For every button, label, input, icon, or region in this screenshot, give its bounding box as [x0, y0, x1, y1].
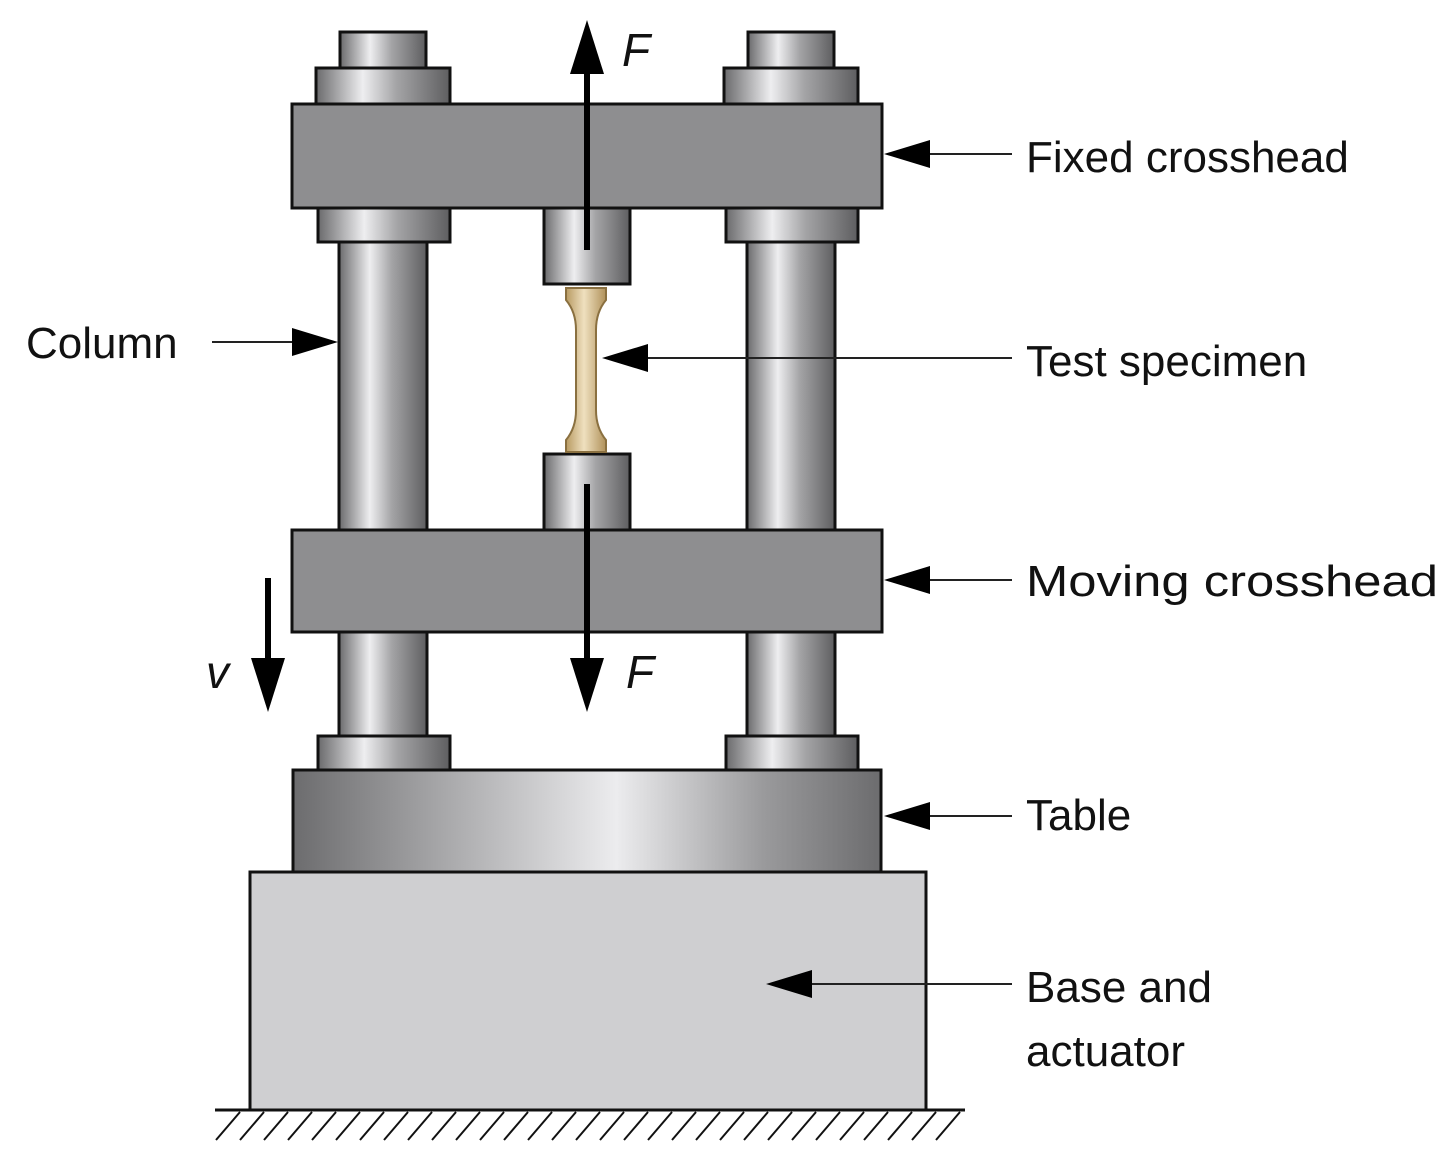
label-fixed-crosshead: Fixed crosshead — [1026, 133, 1349, 182]
base-actuator-block — [248, 870, 928, 1112]
label-table: Table — [1026, 791, 1131, 840]
leader-base-actuator — [766, 970, 1012, 998]
force-label-top: F — [622, 24, 653, 76]
hatch-line — [647, 1111, 673, 1141]
hatch-line — [767, 1111, 793, 1141]
hatch-line — [575, 1111, 601, 1141]
column-right — [745, 240, 837, 740]
hatch-line — [743, 1111, 769, 1141]
hatch-line — [431, 1111, 457, 1141]
column-left-collar-under-crosshead — [316, 206, 452, 244]
hatch-line — [863, 1111, 889, 1141]
label-base-line2: actuator — [1026, 1027, 1185, 1076]
column-left — [337, 240, 429, 740]
column-left-nut-lower — [314, 66, 452, 106]
hatch-line — [239, 1111, 265, 1141]
leader-moving-crosshead — [884, 566, 1012, 594]
hatch-line — [263, 1111, 289, 1141]
hatch-line — [599, 1111, 625, 1141]
hatch-line — [527, 1111, 553, 1141]
hatch-line — [791, 1111, 817, 1141]
hatch-line — [551, 1111, 577, 1141]
hatch-line — [719, 1111, 745, 1141]
column-left-collar-bottom — [316, 734, 452, 772]
hatch-line — [311, 1111, 337, 1141]
hatch-line — [839, 1111, 865, 1141]
ground-hatching — [215, 1111, 961, 1141]
hatch-line — [359, 1111, 385, 1141]
hatch-line — [215, 1111, 241, 1141]
hatch-line — [623, 1111, 649, 1141]
ground — [215, 1108, 965, 1141]
leader-fixed-crosshead — [884, 140, 1012, 168]
column-right-nut-upper — [746, 30, 836, 70]
force-arrow-down — [570, 484, 604, 712]
table — [291, 768, 883, 874]
label-test-specimen: Test specimen — [1026, 337, 1307, 386]
hatch-line — [407, 1111, 433, 1141]
hatch-line — [935, 1111, 961, 1141]
velocity-arrow — [251, 578, 285, 712]
velocity-label: v — [206, 646, 232, 698]
hatch-line — [335, 1111, 361, 1141]
column-right-nut-lower — [722, 66, 860, 106]
hatch-line — [455, 1111, 481, 1141]
column-left-nut-upper — [338, 30, 428, 70]
label-moving-crosshead: Moving crosshead — [1026, 557, 1438, 606]
hatch-line — [887, 1111, 913, 1141]
hatch-line — [287, 1111, 313, 1141]
hatch-line — [815, 1111, 841, 1141]
column-right-collar-bottom — [724, 734, 860, 772]
force-label-bottom: F — [626, 646, 657, 698]
test-specimen — [565, 287, 607, 453]
label-base-line1: Base and — [1026, 963, 1212, 1012]
leader-table — [884, 802, 1012, 830]
hatch-line — [671, 1111, 697, 1141]
leader-column — [212, 328, 338, 356]
hatch-line — [503, 1111, 529, 1141]
column-right-collar-under-crosshead — [724, 206, 860, 244]
label-column: Column — [26, 319, 178, 368]
leader-test-specimen — [602, 344, 1012, 372]
force-arrow-up — [570, 20, 604, 250]
hatch-line — [911, 1111, 937, 1141]
hatch-line — [383, 1111, 409, 1141]
hatch-line — [479, 1111, 505, 1141]
hatch-line — [695, 1111, 721, 1141]
